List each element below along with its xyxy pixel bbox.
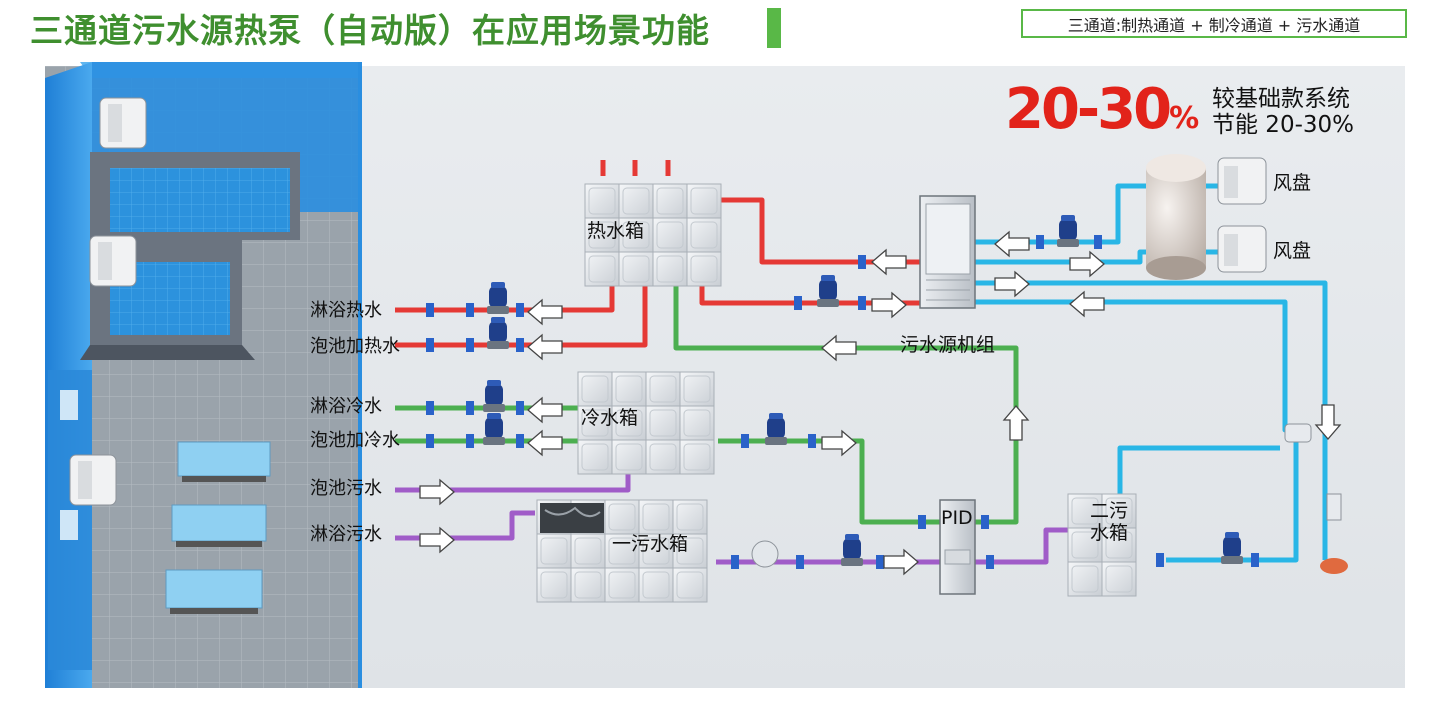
saving-note-line2: 节能 20-30% — [1212, 112, 1354, 138]
label-shower-sewage: 淋浴污水 — [310, 524, 382, 545]
floor-drain — [1320, 558, 1348, 574]
saving-percent: % — [1169, 101, 1200, 136]
label-sewage-tank-2: 二污 水箱 — [1090, 500, 1128, 544]
heat-pump-unit — [919, 195, 976, 309]
label-shower-hot: 淋浴热水 — [310, 300, 382, 321]
bench-3 — [165, 569, 263, 614]
filter-unit — [1326, 493, 1342, 521]
saving-note: 较基础款系统 节能 20-30% — [1212, 86, 1354, 138]
sewage-tank-1 — [536, 499, 708, 603]
label-pool-hot: 泡池加热水 — [310, 336, 400, 357]
label-fan-coil-2: 风盘 — [1273, 240, 1312, 262]
label-hot-tank: 热水箱 — [587, 220, 645, 242]
channel-legend: 三通道:制热通道 + 制冷通道 + 污水通道 — [1021, 9, 1407, 38]
saving-range: 20-30 — [1005, 77, 1172, 142]
filter-tank — [751, 540, 779, 568]
title-block: 三通道污水源热泵（自动版）在应用场景功能 — [30, 6, 710, 50]
hot-water-tank — [584, 183, 722, 287]
label-sewage-tank-2-line2: 水箱 — [1090, 522, 1129, 544]
channel-legend-text: 三通道:制热通道 + 制冷通道 + 污水通道 — [1067, 15, 1361, 35]
wall-unit-2 — [89, 235, 137, 287]
fan-coil-2 — [1217, 225, 1267, 273]
wall-unit-3 — [69, 454, 117, 506]
fan-coil-1 — [1217, 157, 1267, 205]
label-heat-pump-unit: 污水源机组 — [900, 334, 996, 356]
label-shower-cold: 淋浴冷水 — [310, 396, 382, 417]
bench-2 — [171, 504, 267, 547]
wall-unit-1 — [99, 97, 147, 149]
label-pool-sewage: 泡池污水 — [310, 478, 382, 499]
label-pid: PID — [941, 507, 973, 529]
saving-note-line1: 较基础款系统 — [1212, 86, 1350, 112]
title-accent-bar — [767, 8, 781, 48]
bench-1 — [177, 441, 271, 482]
mixing-valve — [1284, 423, 1312, 443]
pid-controller — [939, 499, 976, 595]
label-sewage-tank-1: 一污水箱 — [612, 533, 689, 555]
label-pool-cold: 泡池加冷水 — [310, 430, 400, 451]
page-title: 三通道污水源热泵（自动版）在应用场景功能 — [30, 11, 710, 50]
saving-figure: 20-30% — [1005, 82, 1199, 138]
storage-cylinder — [1146, 154, 1206, 280]
label-sewage-tank-2-line1: 二污 — [1090, 500, 1129, 522]
label-fan-coil-1: 风盘 — [1273, 172, 1312, 194]
label-cold-tank: 冷水箱 — [581, 407, 639, 429]
